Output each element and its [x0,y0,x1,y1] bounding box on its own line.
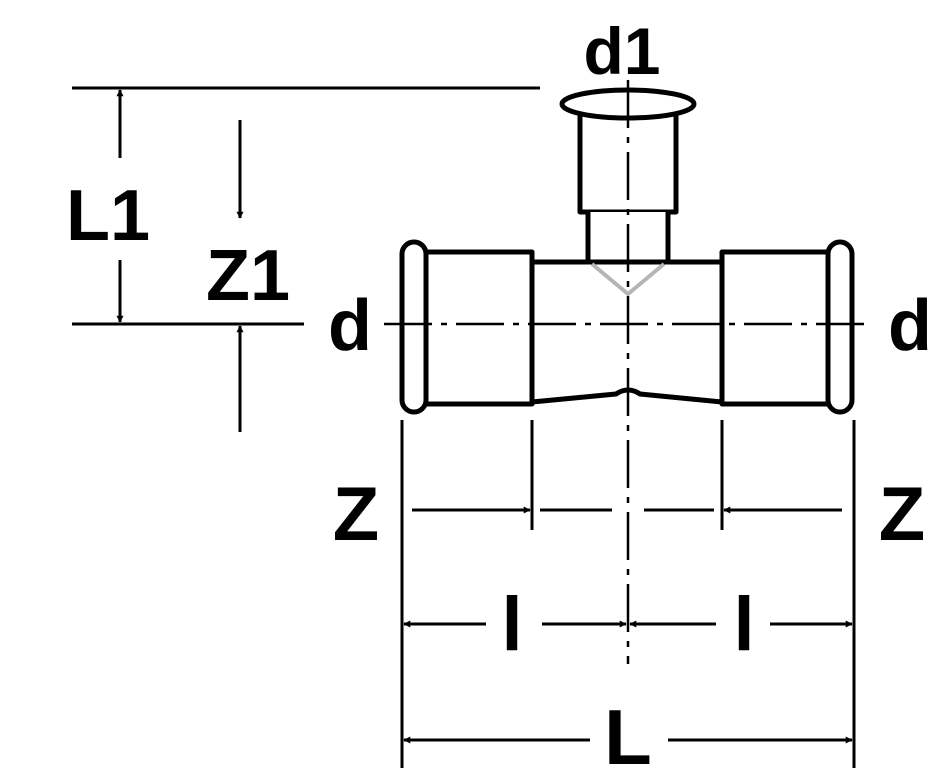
label-l-right: l [733,582,754,667]
label-Z1: Z1 [206,236,290,316]
label-Z-left: Z [333,472,379,557]
label-Z-right: Z [879,472,925,557]
branch-weld-seam [590,262,666,297]
left-socket [415,249,535,407]
right-socket-rim [825,239,855,415]
label-L: L [604,693,652,768]
label-d-right: d [888,286,932,366]
label-d1: d1 [583,14,660,88]
label-l-left: l [501,582,522,667]
label-d-left: d [328,286,372,366]
right-socket [719,249,839,407]
label-L1: L1 [66,176,150,256]
left-socket-rim [399,239,429,415]
